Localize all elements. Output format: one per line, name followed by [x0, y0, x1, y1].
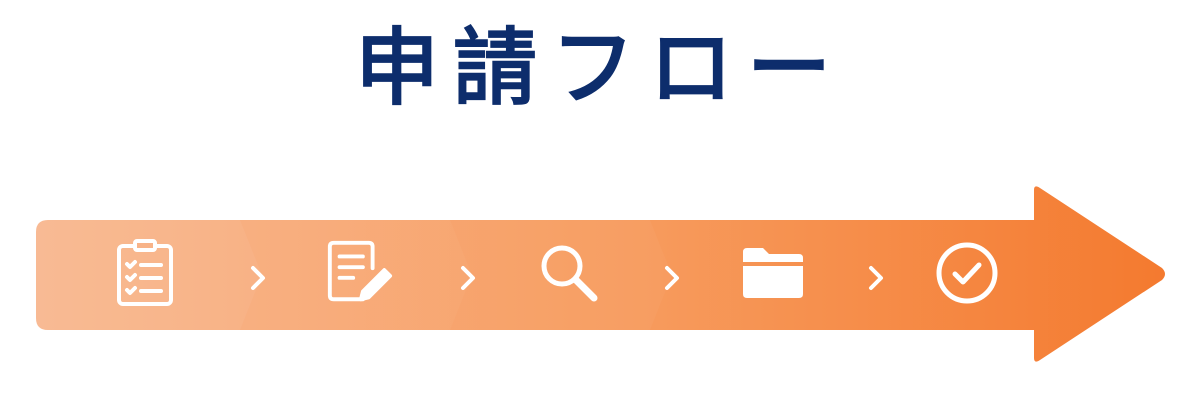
step-filing	[738, 238, 808, 308]
check-circle-icon	[936, 242, 998, 304]
folder-icon	[743, 248, 803, 298]
document-edit-icon	[327, 240, 393, 302]
segment-shade-2	[240, 220, 472, 330]
chevron-right-icon	[246, 258, 270, 298]
step-application	[110, 238, 180, 308]
step-document	[324, 238, 394, 308]
chevron-right-icon	[864, 258, 888, 298]
arrow-shape	[36, 186, 1165, 362]
chevron-right-icon	[456, 258, 480, 298]
step-review	[534, 238, 604, 308]
magnifier-icon	[541, 245, 598, 302]
clipboard-checklist-icon	[117, 239, 173, 306]
page-title: 申請フロー	[354, 19, 845, 117]
step-complete	[932, 238, 1002, 308]
chevron-right-icon	[660, 258, 684, 298]
segment-shade-1	[36, 220, 262, 330]
